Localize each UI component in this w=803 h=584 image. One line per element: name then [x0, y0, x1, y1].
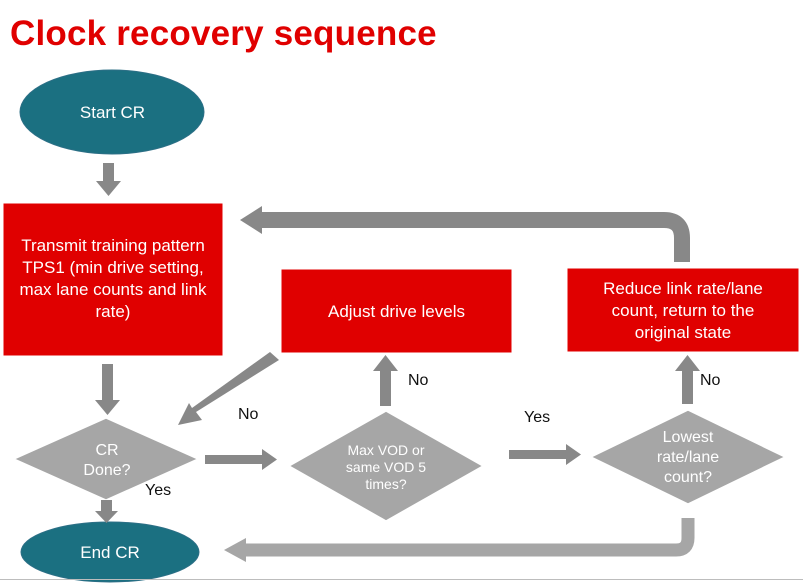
transmit-process-box [2, 202, 224, 357]
end-cr-label: End CR [80, 543, 140, 562]
arrow-lowest-to-reduce [675, 355, 700, 404]
arrow-reduce-to-transmit [262, 212, 690, 262]
cr-done-label: CR Done? [83, 442, 131, 479]
page-title: Clock recovery sequence [10, 14, 437, 53]
lowest-no-label: No [700, 372, 721, 389]
lowest-label: Lowest rate/lane count? [656, 429, 720, 486]
arrow-adjust-to-cr-done [178, 352, 279, 425]
reduce-label: Reduce link rate/lane count, return to t… [603, 279, 763, 342]
arrow-max-vod-to-adjust [373, 355, 398, 406]
arrow-max-vod-to-lowest [509, 444, 581, 465]
max-vod-yes-label: Yes [524, 409, 551, 426]
slide-bottom-border [0, 579, 803, 580]
lowest-rate-decision [589, 409, 787, 505]
start-cr-terminator [19, 69, 205, 155]
arrow-lowest-to-end-head [224, 538, 246, 562]
arrow-transmit-to-cr-done [95, 364, 120, 415]
end-cr-terminator [20, 521, 200, 583]
arrow-cr-done-to-end [95, 500, 118, 523]
arrow-reduce-to-transmit-head [240, 206, 262, 234]
cr-done-no-label: No [238, 406, 259, 423]
cr-done-yes-label: Yes [145, 482, 172, 499]
max-vod-label: Max VOD or same VOD 5 times? [345, 441, 427, 492]
max-vod-decision [287, 410, 485, 522]
max-vod-no-label: No [408, 372, 429, 389]
reduce-process-box [566, 267, 800, 353]
arrow-lowest-to-end [246, 518, 695, 557]
adjust-label: Adjust drive levels [327, 302, 465, 321]
start-cr-label: Start CR [79, 103, 146, 122]
arrow-start-to-transmit [96, 163, 121, 196]
arrow-cr-done-to-max-vod [205, 449, 277, 470]
adjust-process-box [280, 268, 513, 354]
transmit-label: Transmit training pattern TPS1 (min driv… [19, 236, 207, 321]
